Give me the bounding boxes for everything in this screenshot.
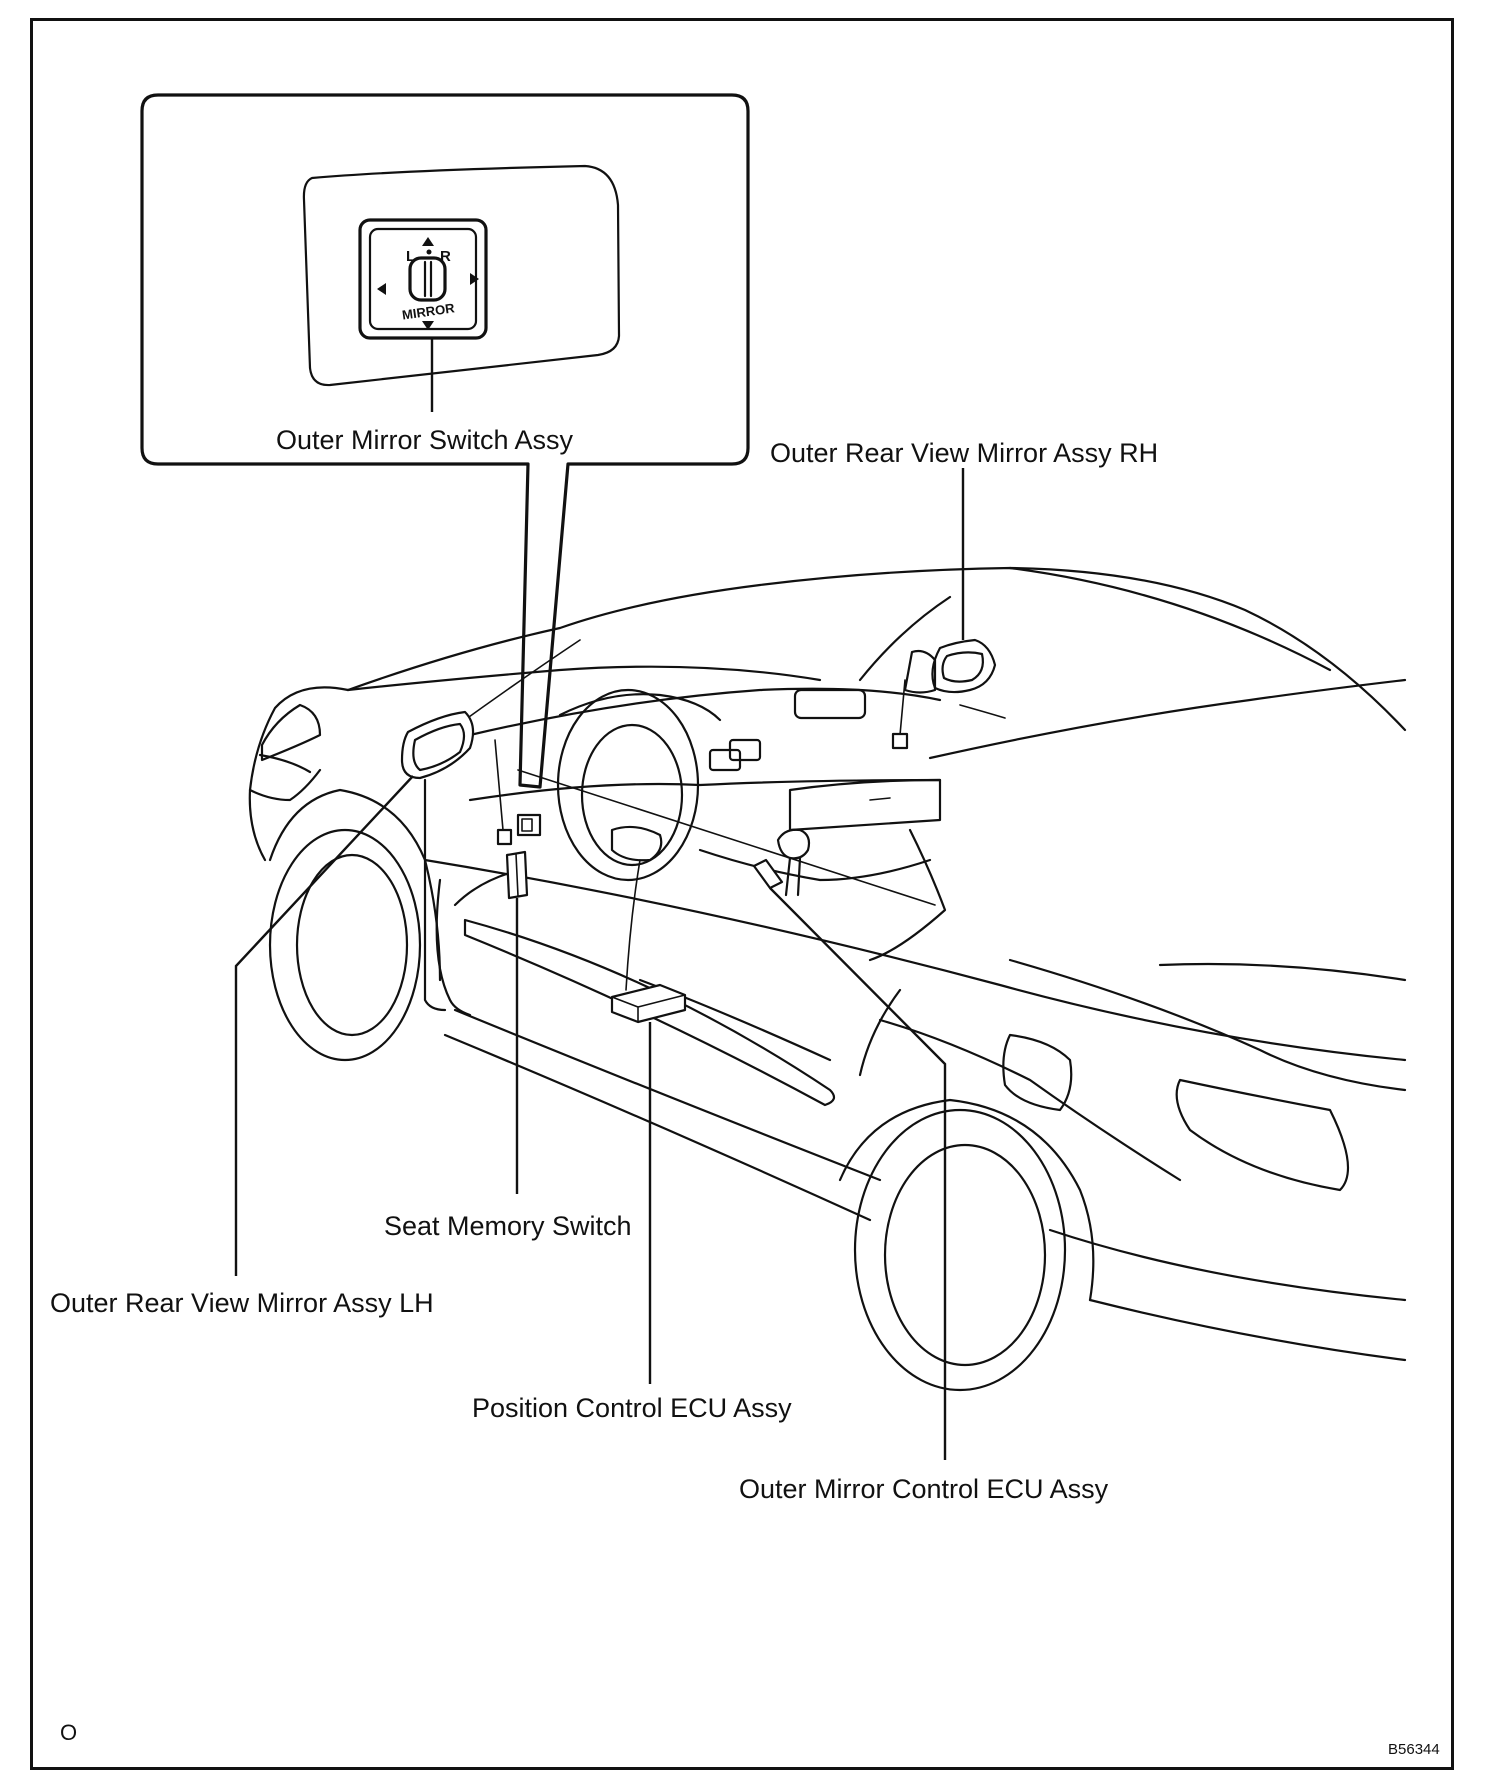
front-wheel-inner bbox=[295, 853, 409, 1037]
rh-mirror-connector bbox=[891, 732, 909, 750]
rh-mirror-base bbox=[903, 649, 937, 694]
rear-wheel-inner bbox=[883, 1143, 1047, 1367]
position-control-ecu-label: Position Control ECU Assy bbox=[472, 1393, 792, 1423]
center-vent bbox=[793, 688, 867, 720]
steering-wheel-outer bbox=[556, 688, 700, 882]
switch-bezel-outer bbox=[358, 218, 488, 340]
seat-memory-switch-label: Seat Memory Switch bbox=[384, 1211, 632, 1241]
mirror-switch-location bbox=[516, 813, 542, 837]
door-line-front bbox=[435, 878, 472, 1017]
lh-mirror-glass bbox=[412, 722, 466, 772]
arrow-right-icon[interactable] bbox=[470, 273, 479, 285]
dashboard-front bbox=[468, 778, 942, 802]
seat-memory-switch-edge bbox=[515, 853, 519, 897]
instrument-hood bbox=[558, 693, 722, 722]
glovebox bbox=[788, 778, 942, 832]
center-console bbox=[698, 848, 932, 882]
front-door-frame bbox=[423, 778, 447, 1012]
rear-door-line bbox=[858, 988, 902, 1077]
mirror-ecu-leader bbox=[769, 887, 947, 1460]
front-wheel-outer bbox=[268, 828, 422, 1062]
trunk-line bbox=[1008, 958, 1407, 1092]
fuel-door bbox=[1002, 1033, 1073, 1112]
car-illustration bbox=[248, 566, 1407, 1392]
corner-mark: O bbox=[60, 1720, 78, 1745]
rear-wheel-outer bbox=[853, 1108, 1067, 1392]
rh-mirror-harness bbox=[899, 679, 906, 736]
tail-light bbox=[1175, 1078, 1350, 1192]
dashboard-top bbox=[468, 687, 942, 737]
rh-mirror-glass bbox=[941, 651, 984, 683]
shift-lever bbox=[784, 856, 802, 897]
mirror-switch-location-inner bbox=[521, 818, 533, 832]
figure-code: B56344 bbox=[1388, 1741, 1440, 1758]
roof-rear-edge bbox=[928, 678, 1407, 760]
rear-quarter bbox=[878, 1018, 1182, 1182]
rh-mirror-trim bbox=[959, 704, 1006, 719]
lh-mirror-housing bbox=[400, 710, 475, 780]
rocker-panel bbox=[453, 1008, 882, 1182]
lh-mirror-connector bbox=[496, 828, 513, 846]
figure-frame bbox=[30, 18, 1454, 1770]
front-bumper bbox=[248, 768, 322, 802]
side-molding bbox=[463, 918, 836, 1107]
outer-mirror-control-ecu-part bbox=[752, 858, 784, 890]
rear-wheel-arch bbox=[838, 1098, 1095, 1302]
mirror-rh-label: Outer Rear View Mirror Assy RH bbox=[770, 438, 1159, 468]
steering-wheel-inner bbox=[580, 723, 684, 867]
hood-outline bbox=[248, 686, 350, 862]
dash-vent bbox=[728, 738, 762, 762]
outer-mirror-control-ecu-label: Outer Mirror Control ECU Assy bbox=[739, 1474, 1109, 1504]
shift-knob bbox=[776, 828, 811, 860]
steering-column bbox=[625, 859, 641, 991]
seat-outline bbox=[868, 828, 947, 962]
leader-lines bbox=[234, 468, 965, 1460]
roof-line bbox=[346, 566, 1407, 732]
door-trim-panel bbox=[302, 164, 621, 387]
a-pillar-right bbox=[858, 595, 952, 682]
selector-knob[interactable] bbox=[408, 256, 447, 302]
switch-mirror-text: MIRROR bbox=[401, 300, 456, 322]
a-pillar bbox=[454, 639, 581, 728]
interior-cable-line bbox=[517, 769, 936, 906]
switch-left-mark: L bbox=[406, 248, 415, 265]
windshield-base bbox=[346, 665, 822, 692]
rocker-panel-lower bbox=[443, 1033, 872, 1222]
steering-hub bbox=[610, 825, 663, 862]
callout-box-outline bbox=[140, 93, 750, 789]
glovebox-handle bbox=[869, 797, 891, 801]
center-dot bbox=[426, 249, 432, 255]
arrow-left-icon[interactable] bbox=[377, 283, 386, 295]
rear-bumper bbox=[1088, 1298, 1407, 1362]
switch-right-mark: R bbox=[440, 248, 451, 265]
hood-line bbox=[258, 753, 312, 774]
position-control-ecu-edge bbox=[611, 994, 686, 1023]
outer-mirror-switch-label: Outer Mirror Switch Assy bbox=[276, 425, 574, 455]
body-side-top bbox=[423, 858, 1407, 1062]
arrow-down-icon[interactable] bbox=[422, 321, 434, 330]
mirror-lh-label: Outer Rear View Mirror Assy LH bbox=[50, 1288, 434, 1318]
lh-mirror-leader bbox=[234, 775, 414, 1276]
headlight bbox=[260, 703, 322, 762]
lh-mirror-harness bbox=[494, 739, 504, 831]
front-wheel-arch bbox=[268, 788, 442, 982]
roof-crease bbox=[1008, 566, 1332, 672]
rear-body-lower bbox=[1048, 1228, 1407, 1302]
trunk-top bbox=[1158, 962, 1407, 982]
arrow-up-icon[interactable] bbox=[422, 237, 434, 246]
switch-detail-callout: L R MIRROR bbox=[140, 93, 750, 789]
